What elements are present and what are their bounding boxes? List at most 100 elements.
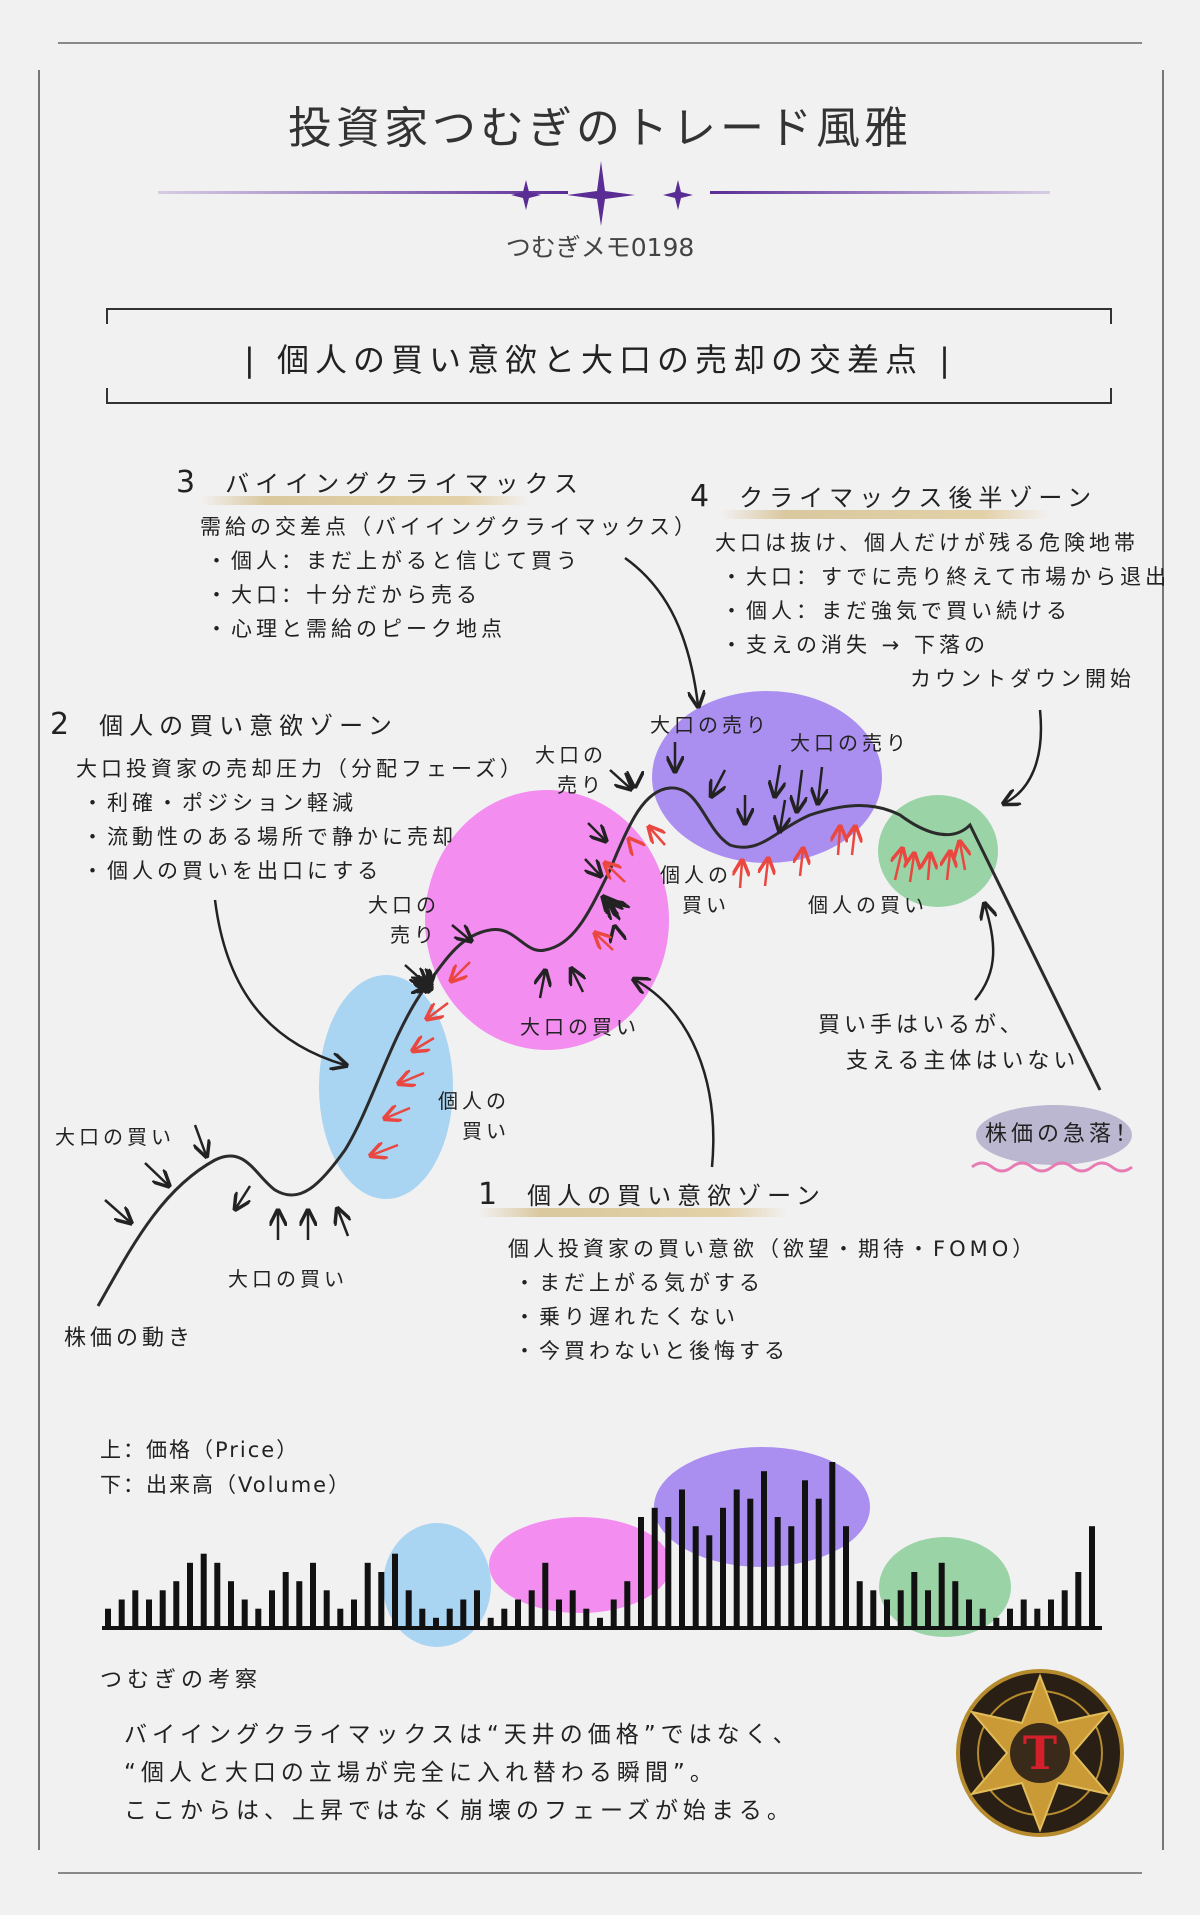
zone1-body: 個人投資家の買い意欲（欲望・期待・FOMO） ・まだ上がる気がする ・乗り遅れた…	[508, 1237, 1038, 1363]
big-player-arrows	[104, 742, 822, 1240]
volume-bar	[337, 1608, 344, 1627]
volume-bar	[501, 1608, 508, 1627]
volume-bar	[241, 1599, 248, 1627]
volume-bar	[925, 1590, 931, 1627]
volume-bar	[310, 1562, 316, 1627]
label-big-sell-3: 大口の売り	[650, 713, 770, 737]
volume-bar	[214, 1562, 221, 1627]
volume-bar	[132, 1590, 139, 1627]
volume-bar	[433, 1617, 439, 1627]
volume-bar	[118, 1599, 125, 1627]
volume-bar	[556, 1599, 562, 1627]
label-big-sell-2: 大口の 売り	[535, 743, 607, 797]
volume-bar	[392, 1553, 398, 1627]
volume-bar	[146, 1599, 152, 1627]
volume-bar	[474, 1590, 480, 1627]
volume-bar	[884, 1599, 890, 1627]
volume-bar	[597, 1617, 603, 1627]
volume-bar	[460, 1599, 467, 1627]
note-body: バイイングクライマックスは“天井の価格”ではなく、 “個人と大口の立場が完全に入…	[124, 1722, 801, 1824]
emblem-logo: T	[956, 1669, 1124, 1837]
volume-bar	[706, 1535, 713, 1627]
volume-bar	[802, 1480, 808, 1627]
volume-bar	[405, 1590, 412, 1627]
zone3-number: 3	[176, 465, 202, 500]
label-big-buy-3: 大口の買い	[520, 1015, 640, 1039]
volume-chart	[102, 1447, 1102, 1647]
volume-bar	[187, 1562, 193, 1627]
volume-bar	[159, 1590, 166, 1627]
volume-bar	[665, 1517, 672, 1627]
zone4-number: 4	[690, 479, 716, 514]
crash-wave	[971, 1161, 1133, 1173]
volume-bar	[569, 1590, 576, 1627]
volume-bar	[733, 1489, 740, 1627]
volume-bar	[282, 1572, 289, 1627]
zone1-glitter	[478, 1208, 788, 1217]
volume-bar	[446, 1608, 453, 1627]
callout-arrows	[213, 556, 1043, 1168]
volume-bar	[870, 1590, 877, 1627]
volume-bar	[351, 1599, 357, 1627]
volume-bar	[1034, 1608, 1041, 1627]
volume-bar	[1007, 1608, 1013, 1627]
volume-bar	[911, 1572, 918, 1627]
headline-box	[106, 308, 1112, 404]
volume-bar	[761, 1471, 767, 1627]
volume-bar	[364, 1562, 371, 1627]
volume-bar	[255, 1608, 262, 1627]
volume-bar	[173, 1581, 180, 1627]
volume-bar	[528, 1590, 535, 1627]
page-subtitle: つむぎメモ0198	[505, 233, 695, 262]
volume-bar	[296, 1581, 303, 1627]
volume-bars	[105, 1462, 1095, 1627]
volume-bar	[747, 1498, 754, 1627]
volume-bar	[679, 1489, 685, 1627]
volume-bar	[651, 1507, 658, 1627]
volume-bar	[1075, 1572, 1082, 1627]
headline: | 個人の買い意欲と大口の売却の交差点 |	[244, 341, 956, 379]
volume-bar	[993, 1617, 1000, 1627]
price-line	[96, 786, 1102, 1307]
label-big-sell-1: 大口の 売り	[368, 893, 440, 947]
volume-bar	[624, 1581, 631, 1627]
zone3-glitter	[200, 496, 530, 505]
volume-bar	[897, 1590, 904, 1627]
page-title: 投資家つむぎのトレード風雅	[288, 103, 912, 154]
volume-bar	[938, 1562, 945, 1627]
bottom-border	[58, 1872, 1142, 1874]
volume-bar	[610, 1599, 617, 1627]
zone3-body: 需給の交差点（バイイングクライマックス） ・個人：まだ上がると信じて買う ・大口…	[200, 515, 699, 641]
label-big-buy-1: 大口の買い	[55, 1125, 175, 1149]
volume-bar	[487, 1617, 494, 1627]
volume-bar	[788, 1526, 795, 1627]
zone2-body: 大口投資家の売却圧力（分配フェーズ） ・利確・ポジション軽減 ・流動性のある場所…	[76, 757, 525, 883]
volume-bar	[228, 1581, 234, 1627]
right-border	[1162, 70, 1164, 1850]
volume-bar	[979, 1608, 986, 1627]
volume-baseline	[102, 1626, 1102, 1630]
volume-bar	[1020, 1599, 1027, 1627]
volume-bar	[542, 1562, 549, 1627]
volume-bar	[583, 1608, 590, 1627]
label-retail-buy-1: 個人の 買い	[438, 1089, 510, 1143]
volume-bar	[1048, 1599, 1054, 1627]
volume-bar	[966, 1599, 972, 1627]
volume-bar	[419, 1608, 426, 1627]
left-border	[38, 70, 40, 1850]
volume-bar	[105, 1608, 111, 1627]
volume-bar	[843, 1526, 849, 1627]
volume-bar	[269, 1590, 275, 1627]
zone4-glitter	[720, 510, 1050, 519]
volume-bar	[323, 1590, 330, 1627]
legend-volume: 下：出来高（Volume）	[100, 1473, 352, 1497]
volume-bar	[952, 1581, 959, 1627]
price-diagram	[96, 556, 1133, 1307]
label-crash: 株価の急落！	[985, 1122, 1142, 1147]
label-retail-buy-2: 個人の 買い	[660, 863, 732, 917]
zone2-number: 2	[50, 707, 76, 742]
volume-bar	[829, 1462, 836, 1627]
legend-price: 上：価格（Price）	[100, 1438, 300, 1462]
